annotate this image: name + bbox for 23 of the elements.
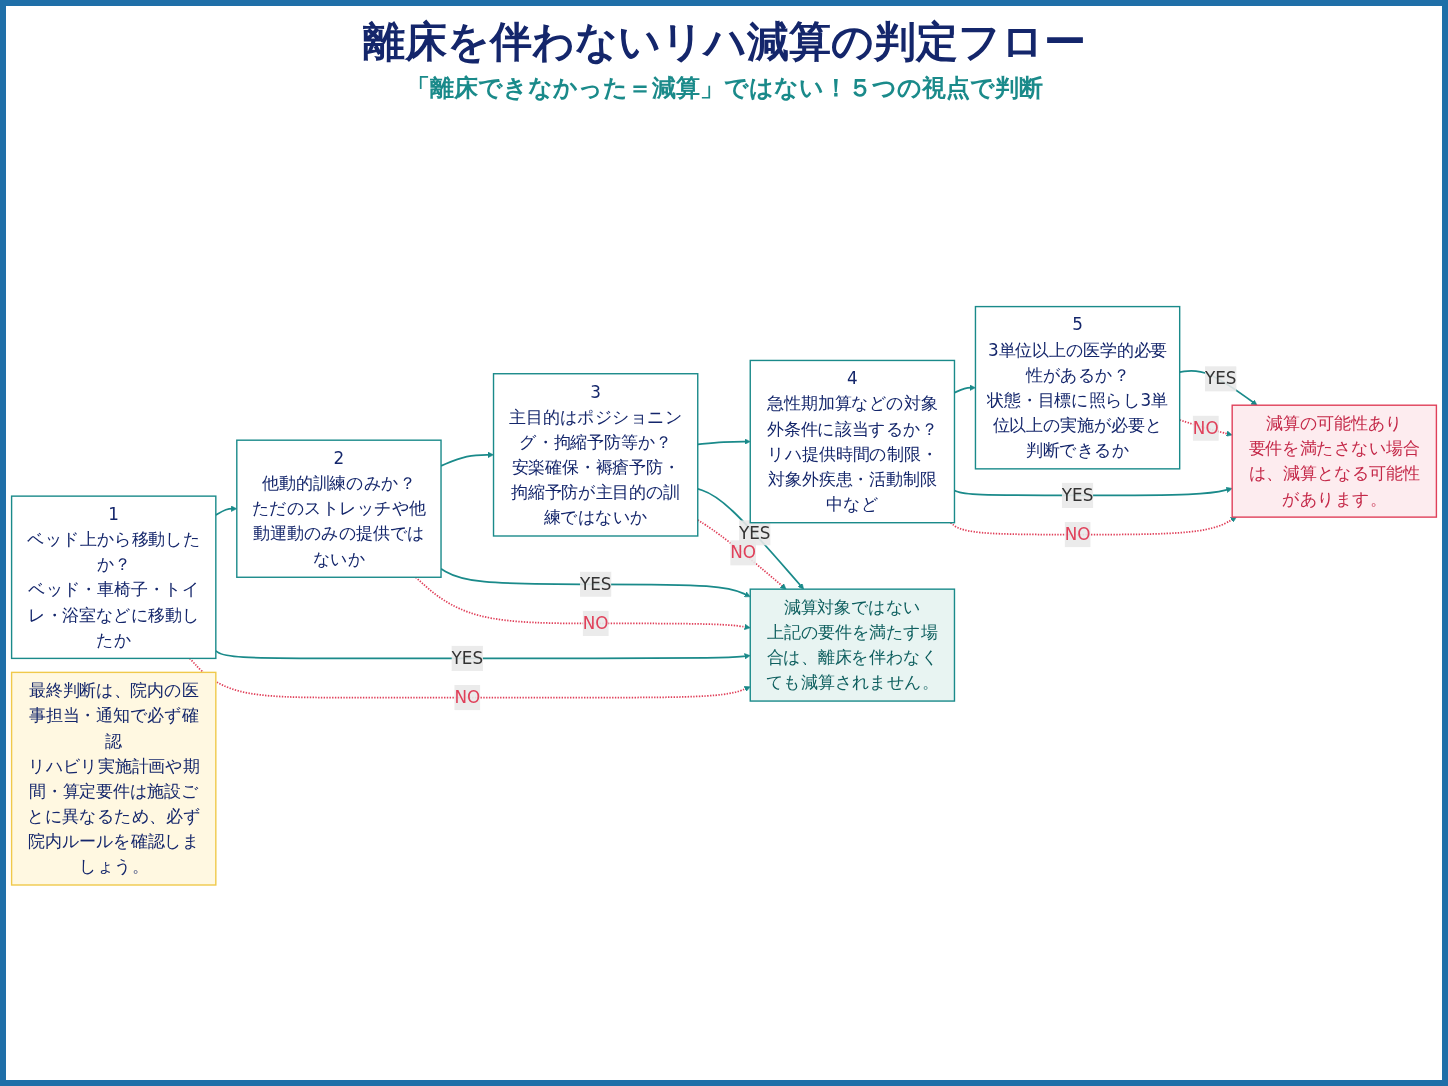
edge-label: NO xyxy=(1192,418,1219,439)
edge-label: YES xyxy=(579,574,612,595)
node-box: 3 主目的はポジショニング・拘縮予防等か？ 安楽確保・褥瘡予防・拘縮予防が主目的の訓練ではないか xyxy=(492,373,699,537)
edge-label: NO xyxy=(454,687,481,708)
arrow xyxy=(414,576,751,631)
arrow xyxy=(188,657,751,699)
edge-label: YES xyxy=(451,648,484,669)
subtitle: 「離床できなかった＝減算」ではない！５つの視点で判断 xyxy=(405,73,1043,104)
edge-label: NO xyxy=(582,613,609,634)
node-box: 最終判断は、院内の医事担当・通知で必ず確認 リハビリ実施計画や期間・算定要件は施設ごとに異なるため、必ず院内ルールを確認しましょう。 xyxy=(10,671,217,886)
edge-label: NO xyxy=(1064,525,1091,545)
edge-label: YES xyxy=(739,523,771,543)
node-box: 1 ベッド上から移動したか？ ベッド・車椅子・トイレ・浴室などに移動したか xyxy=(10,495,217,660)
node-box: 減算の可能性あり 要件を満たさない場合は、減算となる可能性があります。 xyxy=(1231,404,1438,519)
edge-label: YES xyxy=(1061,485,1094,506)
edge-label: NO xyxy=(730,543,757,563)
node-box: 減算対象ではない 上記の要件を満たす場合は、離床を伴わなくても減算されません。 xyxy=(749,588,956,702)
edge-label: YES xyxy=(1205,369,1237,389)
arrow xyxy=(949,517,1237,536)
node-box: 2 他動的訓練のみか？ ただのストレッチや他動運動のみの提供ではないか xyxy=(236,439,442,579)
node-box: 5 3単位以上の医学的必要性があるか？ 状態・目標に照らし3単位以上の実施が必要と判断できるか xyxy=(974,306,1181,470)
title: 離床を伴わないリハ減算の判定フロー xyxy=(362,16,1086,68)
node-box: 4 急性期加算などの対象外条件に該当するか？ リハ提供時間の制限・対象外疾患・活動制限中など xyxy=(749,359,956,524)
